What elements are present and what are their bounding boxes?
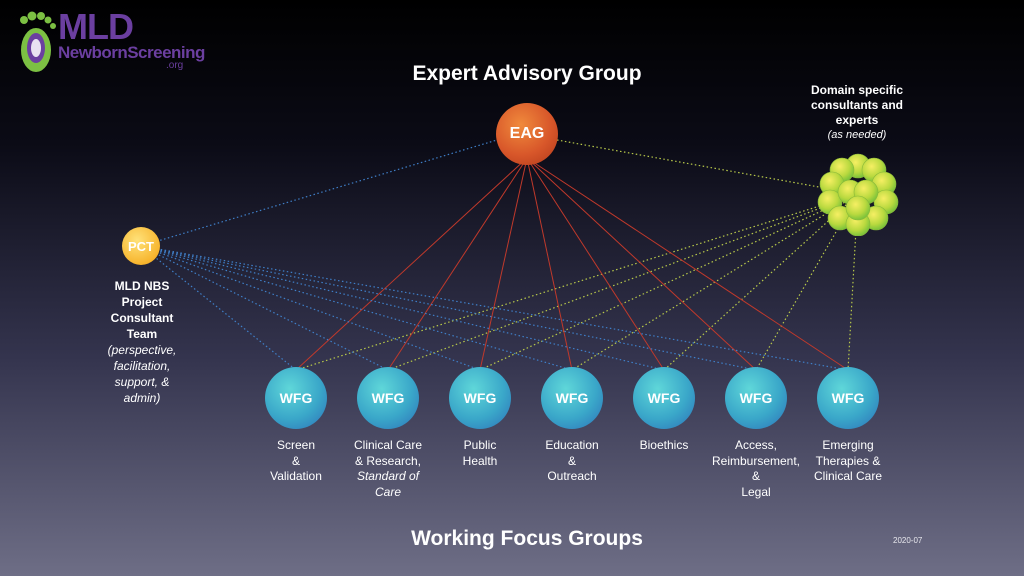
eag-wfg-link: [526, 157, 849, 371]
domain-experts-sub: (as needed): [827, 129, 887, 141]
logo-text-newborn: NewbornScreening: [58, 43, 205, 62]
wfg-node: WFG: [633, 367, 695, 429]
domain-wfg-link: [479, 193, 859, 371]
wfg-label-line: Legal: [741, 484, 771, 499]
eag-wfg-link: [387, 157, 528, 371]
eag-wfg-link: [526, 157, 757, 371]
wfg-label: Access,Reimbursement,&Legal: [696, 438, 816, 500]
pct-wfg-link: [140, 245, 481, 371]
wfg-label-line: Therapies &: [815, 453, 881, 468]
wfg-label-line: Reimbursement,: [711, 453, 801, 468]
pct-wfg-link: [140, 245, 665, 371]
wfg-label-line: & Research,: [354, 453, 422, 468]
domain-label-line: experts: [835, 113, 879, 127]
wfg-label-line: Standard of: [356, 469, 420, 483]
pct-name-line: Team: [126, 327, 158, 341]
wfg-label: Education&Outreach: [512, 438, 632, 485]
pct-desc-line: (perspective,: [107, 343, 177, 357]
wfg-label-line: &: [567, 453, 576, 468]
wfg-label-line: Health: [462, 453, 498, 468]
pct-wfg-link: [140, 245, 573, 371]
wfg-label-line: Outreach: [547, 469, 597, 483]
wfg-label-line: Screen: [276, 438, 316, 452]
wfg-label-line: Bioethics: [639, 438, 689, 452]
working-focus-title: Working Focus Groups: [411, 527, 643, 550]
expert-ball: [845, 195, 871, 221]
logo: MLD NewbornScreening .org: [14, 8, 214, 78]
wfg-label-line: Emerging: [822, 438, 874, 452]
eag-wfg-link: [526, 157, 573, 371]
wfg-label: Screen&Validation: [236, 438, 356, 485]
wfg-label-line: Clinical Care: [353, 438, 423, 452]
wfg-label: Bioethics: [604, 438, 724, 454]
wfg-node: WFG: [725, 367, 787, 429]
eag-wfg-link: [295, 157, 528, 371]
date-stamp: 2020-07: [893, 536, 923, 545]
domain-label-line: Domain specific: [810, 83, 904, 97]
wfg-label-line: Clinical Care: [813, 469, 883, 483]
pct-node: PCT: [122, 227, 160, 265]
wfg-node: WFG: [357, 367, 419, 429]
pct-desc-line: facilitation,: [113, 359, 171, 373]
logo-text-mld: MLD: [58, 6, 134, 47]
domain-experts-cluster: [817, 153, 899, 236]
eag-wfg-link: [479, 157, 528, 371]
wfg-node: WFG: [449, 367, 511, 429]
logo-text-org: .org: [166, 60, 184, 71]
wfg-label-line: Care: [374, 484, 401, 499]
pct-desc-line: admin): [123, 391, 161, 405]
pct-name-line: Project: [121, 295, 163, 309]
eag-domain-link: [556, 139, 859, 195]
wfg-label-line: Access,: [734, 438, 777, 452]
pct-name-line: Consultant: [110, 311, 174, 325]
wfg-label-line: &: [751, 469, 760, 483]
footprint-icon: [20, 11, 56, 72]
eag-node: EAG: [496, 103, 558, 165]
pct-desc-line: support, &: [114, 375, 170, 389]
wfg-node: WFG: [541, 367, 603, 429]
domain-wfg-link: [295, 193, 859, 371]
wfg-label-line: Public: [463, 438, 497, 452]
expert-advisory-title: Expert Advisory Group: [412, 62, 642, 85]
domain-label-line: consultants and: [810, 98, 903, 112]
wfg-node: WFG: [817, 367, 879, 429]
pct-wfg-link: [140, 245, 757, 371]
eag-wfg-link: [526, 157, 665, 371]
wfg-label-line: Education: [545, 438, 599, 452]
pct-eag-link: [140, 139, 498, 247]
wfg-label-line: &: [291, 453, 300, 468]
wfg-node: WFG: [265, 367, 327, 429]
wfg-label-line: Validation: [270, 469, 322, 483]
pct-wfg-link: [140, 245, 297, 371]
pct-name-line: MLD NBS: [114, 279, 170, 293]
